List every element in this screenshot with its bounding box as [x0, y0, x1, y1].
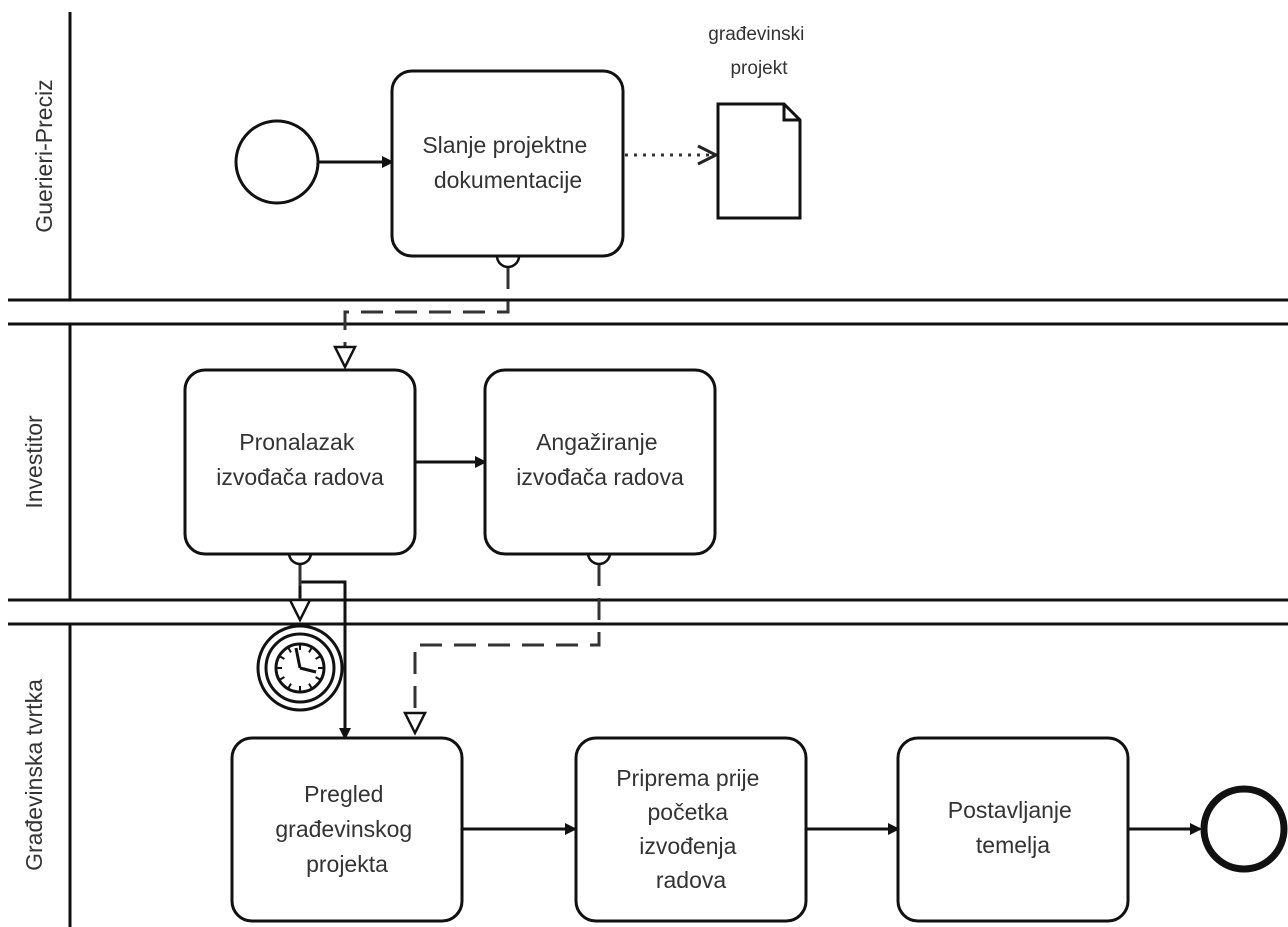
task-slanje[interactable]: Slanje projektne dokumentacije — [390, 69, 625, 258]
task-postavljanje[interactable]: Postavljanje temelja — [896, 736, 1130, 923]
task-priprema-line-4: radova — [656, 867, 727, 893]
task-pregled-line-1: Pregled — [304, 781, 383, 807]
task-slanje-line-1: Slanje projektne — [422, 132, 587, 158]
data-object-label-line-1: građevinski — [708, 24, 804, 45]
task-slanje-line-2: dokumentacije — [434, 167, 582, 193]
clock-tick — [279, 676, 285, 681]
task-pregled-line-2: građevinskog — [275, 816, 412, 842]
data-object-label-line-2: projekt — [730, 58, 788, 79]
task-pronalazak-line-1: Pronalazak — [239, 429, 355, 455]
task-pregled-line-3: projekta — [306, 851, 388, 877]
message-arrow-timer — [287, 598, 313, 623]
task-priprema-line-3: izvođenja — [639, 833, 736, 859]
lane-label-gradevinska: Građevinska tvrtka — [21, 679, 47, 871]
svg-text:građevinski projekt: građevinski projekt — [708, 24, 809, 79]
message-flow-slanje-to-pronalazak — [343, 267, 510, 350]
svg-text:Postavljanje temelja: Postavljanje temelja — [948, 797, 1078, 858]
task-postavljanje-line-2: temelja — [976, 832, 1050, 858]
pool-borders — [8, 12, 1288, 927]
task-postavljanje-line-1: Postavljanje — [948, 797, 1072, 823]
clock-tick — [287, 647, 292, 653]
lane-label-investitor: Investitor — [21, 415, 47, 509]
task-pregled[interactable]: Pregled građevinskog projekta — [230, 736, 464, 923]
clock-tick — [287, 683, 292, 689]
clock-tick — [315, 676, 321, 681]
task-priprema[interactable]: Priprema prije početka izvođenja radova — [574, 736, 808, 923]
clock-tick — [308, 683, 313, 689]
task-angaziranje-line-2: izvođača radova — [516, 464, 684, 490]
svg-text:Pregled građevinskog: Pregled građevinskog projekta — [275, 781, 418, 877]
task-priprema-line-1: Priprema prije — [616, 765, 759, 791]
task-priprema-line-2: početka — [648, 799, 729, 825]
task-angaziranje-line-1: Angažiranje — [536, 429, 657, 455]
data-object-gradevinski-projekt[interactable]: građevinski projekt — [708, 24, 809, 220]
flow-pronalazak-to-pregled — [298, 580, 351, 740]
svg-text:Angažiranje izvođača rad: Angažiranje izvođača radova — [516, 429, 684, 490]
svg-text:Priprema prije početka: Priprema prije početka izvođenja radova — [616, 765, 766, 893]
task-pronalazak-line-2: izvođača radova — [216, 464, 384, 490]
clock-tick — [279, 655, 285, 660]
timer-event[interactable] — [256, 624, 344, 712]
message-arrow-pregled — [402, 711, 428, 736]
message-arrow-pronalazak — [332, 345, 358, 370]
start-event[interactable] — [234, 119, 320, 205]
clock-icon — [274, 642, 326, 694]
task-pronalazak[interactable]: Pronalazak izvođača radova — [183, 368, 417, 556]
message-flow-angaziranje-to-pregled — [413, 564, 601, 712]
clock-tick — [315, 655, 321, 660]
svg-text:Pronalazak izvođača rado: Pronalazak izvođača radova — [216, 429, 384, 490]
lane-label-guerieri: Guerieri-Preciz — [31, 79, 57, 232]
end-event[interactable] — [1200, 785, 1288, 873]
task-angaziranje[interactable]: Angažiranje izvođača radova — [483, 368, 717, 556]
clock-tick — [308, 647, 313, 653]
svg-text:Slanje projektne dokumen: Slanje projektne dokumentacije — [422, 132, 593, 193]
